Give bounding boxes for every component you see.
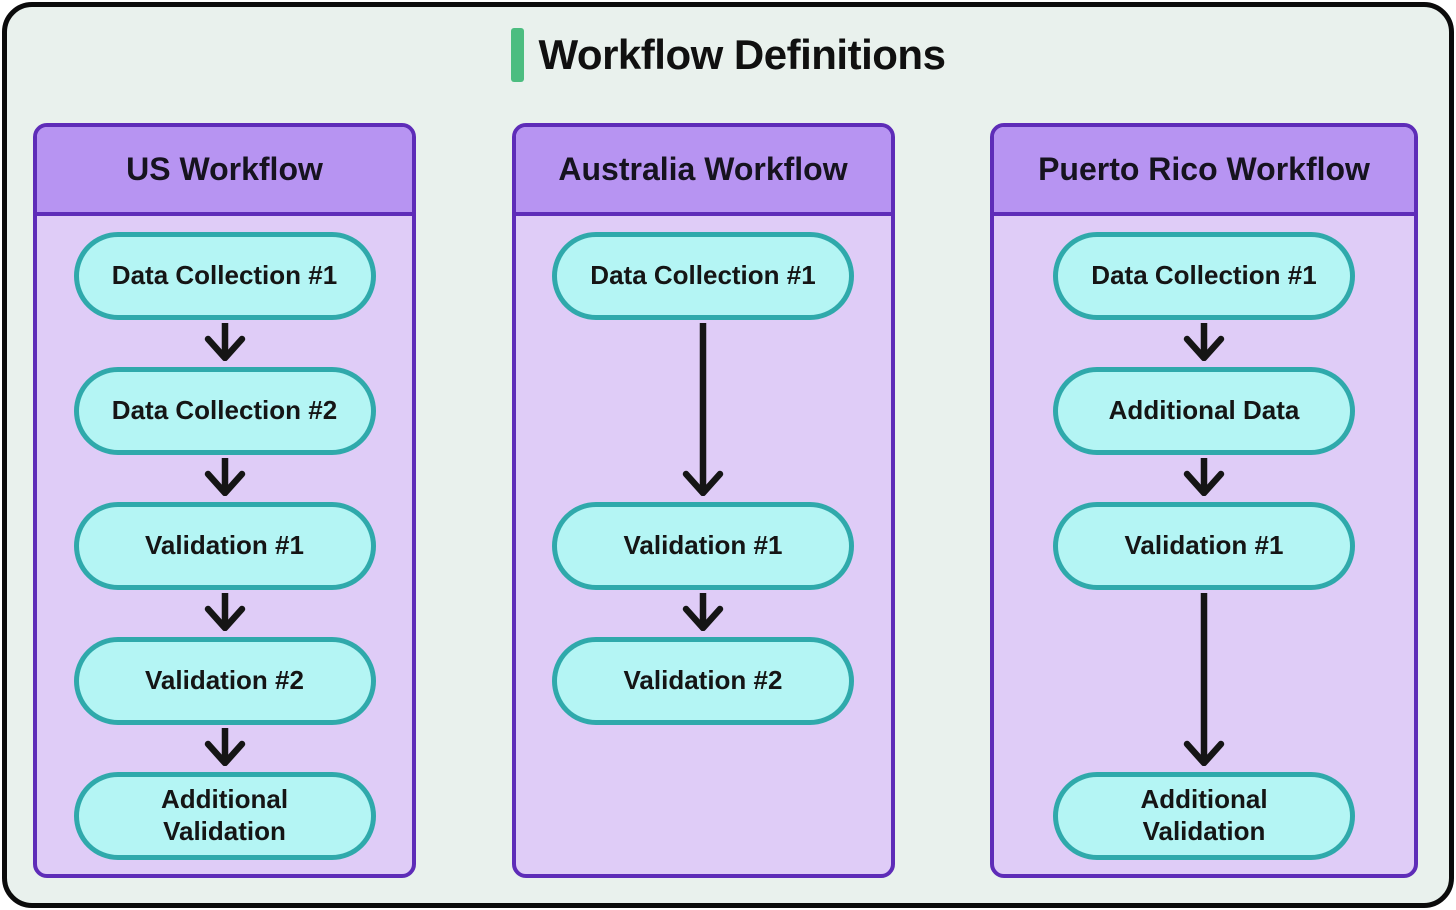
workflow-node: Validation #2 <box>552 637 854 725</box>
workflow-node: Validation #1 <box>552 502 854 590</box>
flow-arrow-down <box>682 593 724 631</box>
page-header: Workflow Definitions <box>7 28 1449 82</box>
workflow-node: Additional Validation <box>1053 772 1355 860</box>
flow-arrow-down <box>1183 323 1225 361</box>
panel-title: Puerto Rico Workflow <box>1038 151 1370 187</box>
workflow-node: Data Collection #2 <box>73 367 376 455</box>
workflow-panel: Puerto Rico Workflow Data Collection #1 A… <box>990 123 1418 878</box>
flow-arrow-down <box>204 458 245 496</box>
node-label: Validation #1 <box>145 530 304 561</box>
node-label: Data Collection #1 <box>1091 260 1317 291</box>
node-label: Validation #2 <box>145 665 304 696</box>
panel-title: Australia Workflow <box>558 151 848 187</box>
node-label: Additional Validation <box>1140 784 1268 846</box>
panel-header: Puerto Rico Workflow <box>994 127 1414 216</box>
workflow-node: Validation #1 <box>73 502 376 590</box>
node-label: Validation #1 <box>1124 530 1284 561</box>
panel-title: US Workflow <box>126 151 323 187</box>
workflow-node: Data Collection #1 <box>1053 232 1355 320</box>
workflow-node: Data Collection #1 <box>73 232 376 320</box>
workflow-panel: Australia Workflow Data Collection #1 Val… <box>511 123 895 878</box>
workflow-node: Validation #1 <box>1053 502 1355 590</box>
node-label: Additional Validation <box>160 784 289 846</box>
page-title: Workflow Definitions <box>538 31 946 78</box>
flow-arrow-down <box>204 728 245 766</box>
node-label: Additional Data <box>1108 395 1300 426</box>
node-label: Data Collection #1 <box>111 260 338 291</box>
flow-arrow-down <box>1183 458 1225 496</box>
flow-arrow-down <box>204 593 245 631</box>
flow-arrow-down <box>204 323 245 361</box>
workflow-node: Data Collection #1 <box>552 232 854 320</box>
workflow-node: Additional Data <box>1053 367 1355 455</box>
flow-arrow-down <box>1183 593 1225 766</box>
panel-header: US Workflow <box>37 127 412 216</box>
panel-body: Data Collection #1 Validation #1 Validatio… <box>516 216 891 874</box>
workflow-node: Validation #2 <box>73 637 376 725</box>
title-accent-bar <box>510 28 524 82</box>
node-label: Data Collection #1 <box>590 260 816 291</box>
panel-body: Data Collection #1 Data Collection #2 Vali… <box>37 216 412 874</box>
node-label: Validation #1 <box>623 530 783 561</box>
workflow-node: Additional Validation <box>73 772 376 860</box>
flow-arrow-down <box>682 323 724 496</box>
panel-header: Australia Workflow <box>515 127 891 216</box>
node-label: Validation #2 <box>623 665 783 696</box>
node-label: Data Collection #2 <box>111 395 338 426</box>
